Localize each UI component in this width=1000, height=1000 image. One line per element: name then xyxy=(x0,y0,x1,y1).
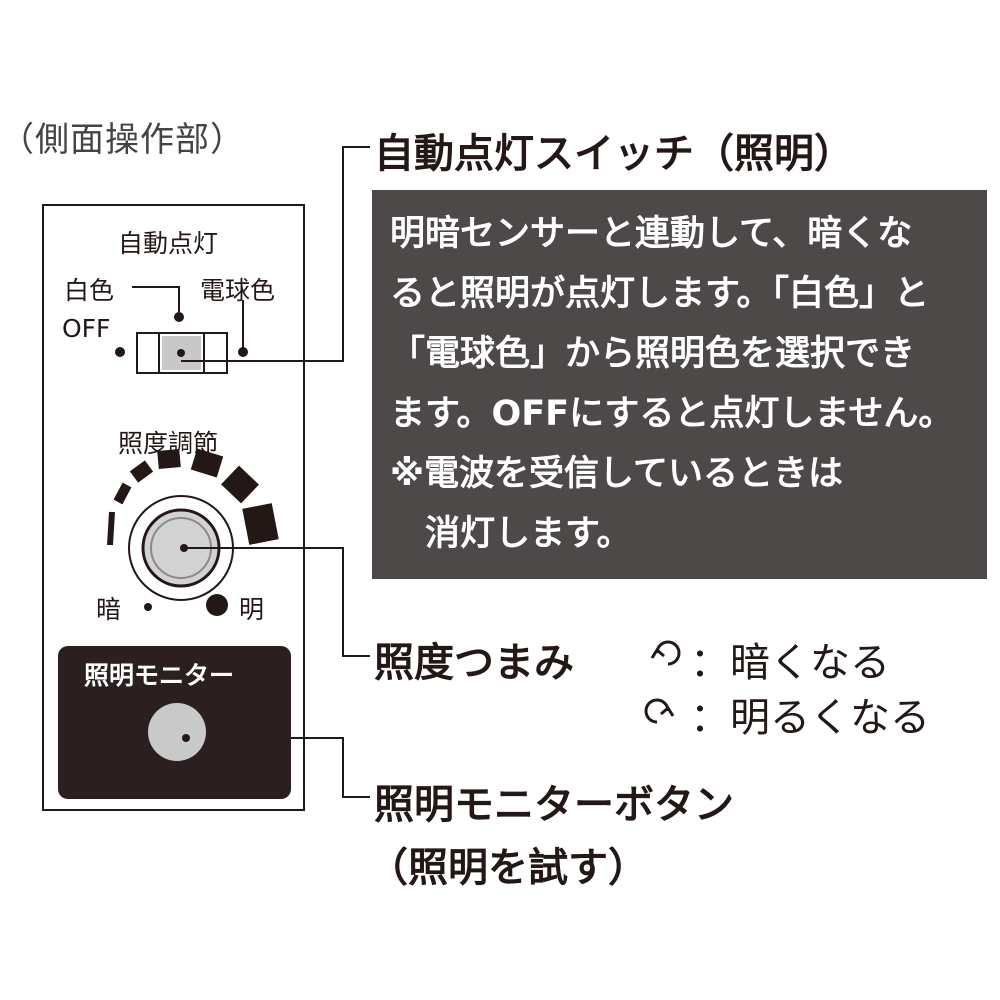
description-line: 「電球色」から照明色を選択でき xyxy=(390,334,916,374)
cw-legend-text: ：明るくなる xyxy=(690,695,930,741)
scale-seg-7 xyxy=(242,503,279,545)
scale-seg-1 xyxy=(107,511,115,546)
monitor-button-heading: 照明モニターボタン xyxy=(374,782,734,828)
rotate-counterclockwise-icon xyxy=(650,640,681,666)
auto-light-title: 自動点灯 xyxy=(118,229,219,258)
auto-light-slide-switch[interactable] xyxy=(136,332,228,374)
monitor-button[interactable] xyxy=(148,703,206,761)
scale-seg-5 xyxy=(190,448,224,478)
monitor-button-dot xyxy=(182,734,190,742)
scale-seg-6 xyxy=(221,465,259,504)
switch-white-dot xyxy=(174,312,184,322)
monitor-label: 照明モニター xyxy=(84,661,235,690)
auto-switch-heading: 自動点灯スイッチ（照明） xyxy=(374,131,854,177)
description-line: 明暗センサーと連動して、暗くな xyxy=(390,214,913,254)
scale-seg-4 xyxy=(157,449,181,469)
monitor-button-subheading: （照明を試す） xyxy=(368,845,648,891)
description-line: ます。OFFにすると点灯しません。 xyxy=(390,394,954,434)
white-color-label: 白色 xyxy=(64,276,115,305)
switch-white-leader xyxy=(132,286,180,312)
leader-auto-switch xyxy=(181,146,370,362)
dimmer-knob-heading: 照度つまみ xyxy=(374,640,574,686)
switch-off-dot xyxy=(115,347,125,357)
description-line: ※電波を受信しているときは xyxy=(390,454,843,494)
dark-label: 暗 xyxy=(96,595,122,624)
dimmer-scale xyxy=(107,448,279,546)
leader-dimmer-knob xyxy=(185,547,370,657)
description-line: ると照明が点灯します。「白色」と xyxy=(390,274,930,314)
dimmer-knob[interactable] xyxy=(128,495,234,601)
dimmer-title: 照度調節 xyxy=(118,429,219,458)
bulb-color-label: 電球色 xyxy=(200,276,276,305)
description-line: 消灯します。 xyxy=(390,514,632,554)
off-label: OFF xyxy=(62,314,111,343)
scale-seg-2 xyxy=(113,482,132,505)
section-label: （側面操作部） xyxy=(0,120,245,160)
scale-seg-3 xyxy=(129,460,154,483)
dark-dot xyxy=(144,603,152,611)
rotate-clockwise-icon xyxy=(644,698,675,724)
bright-dot xyxy=(206,594,228,616)
panel-outline xyxy=(42,204,305,811)
ccw-legend-text: ：暗くなる xyxy=(690,640,890,686)
bright-label: 明 xyxy=(239,595,265,624)
auto-switch-description: 明暗センサーと連動して、暗くな ると照明が点灯します。「白色」と 「電球色」から… xyxy=(372,190,987,579)
monitor-panel: 照明モニター xyxy=(58,646,291,799)
switch-bulb-dot xyxy=(238,347,248,357)
